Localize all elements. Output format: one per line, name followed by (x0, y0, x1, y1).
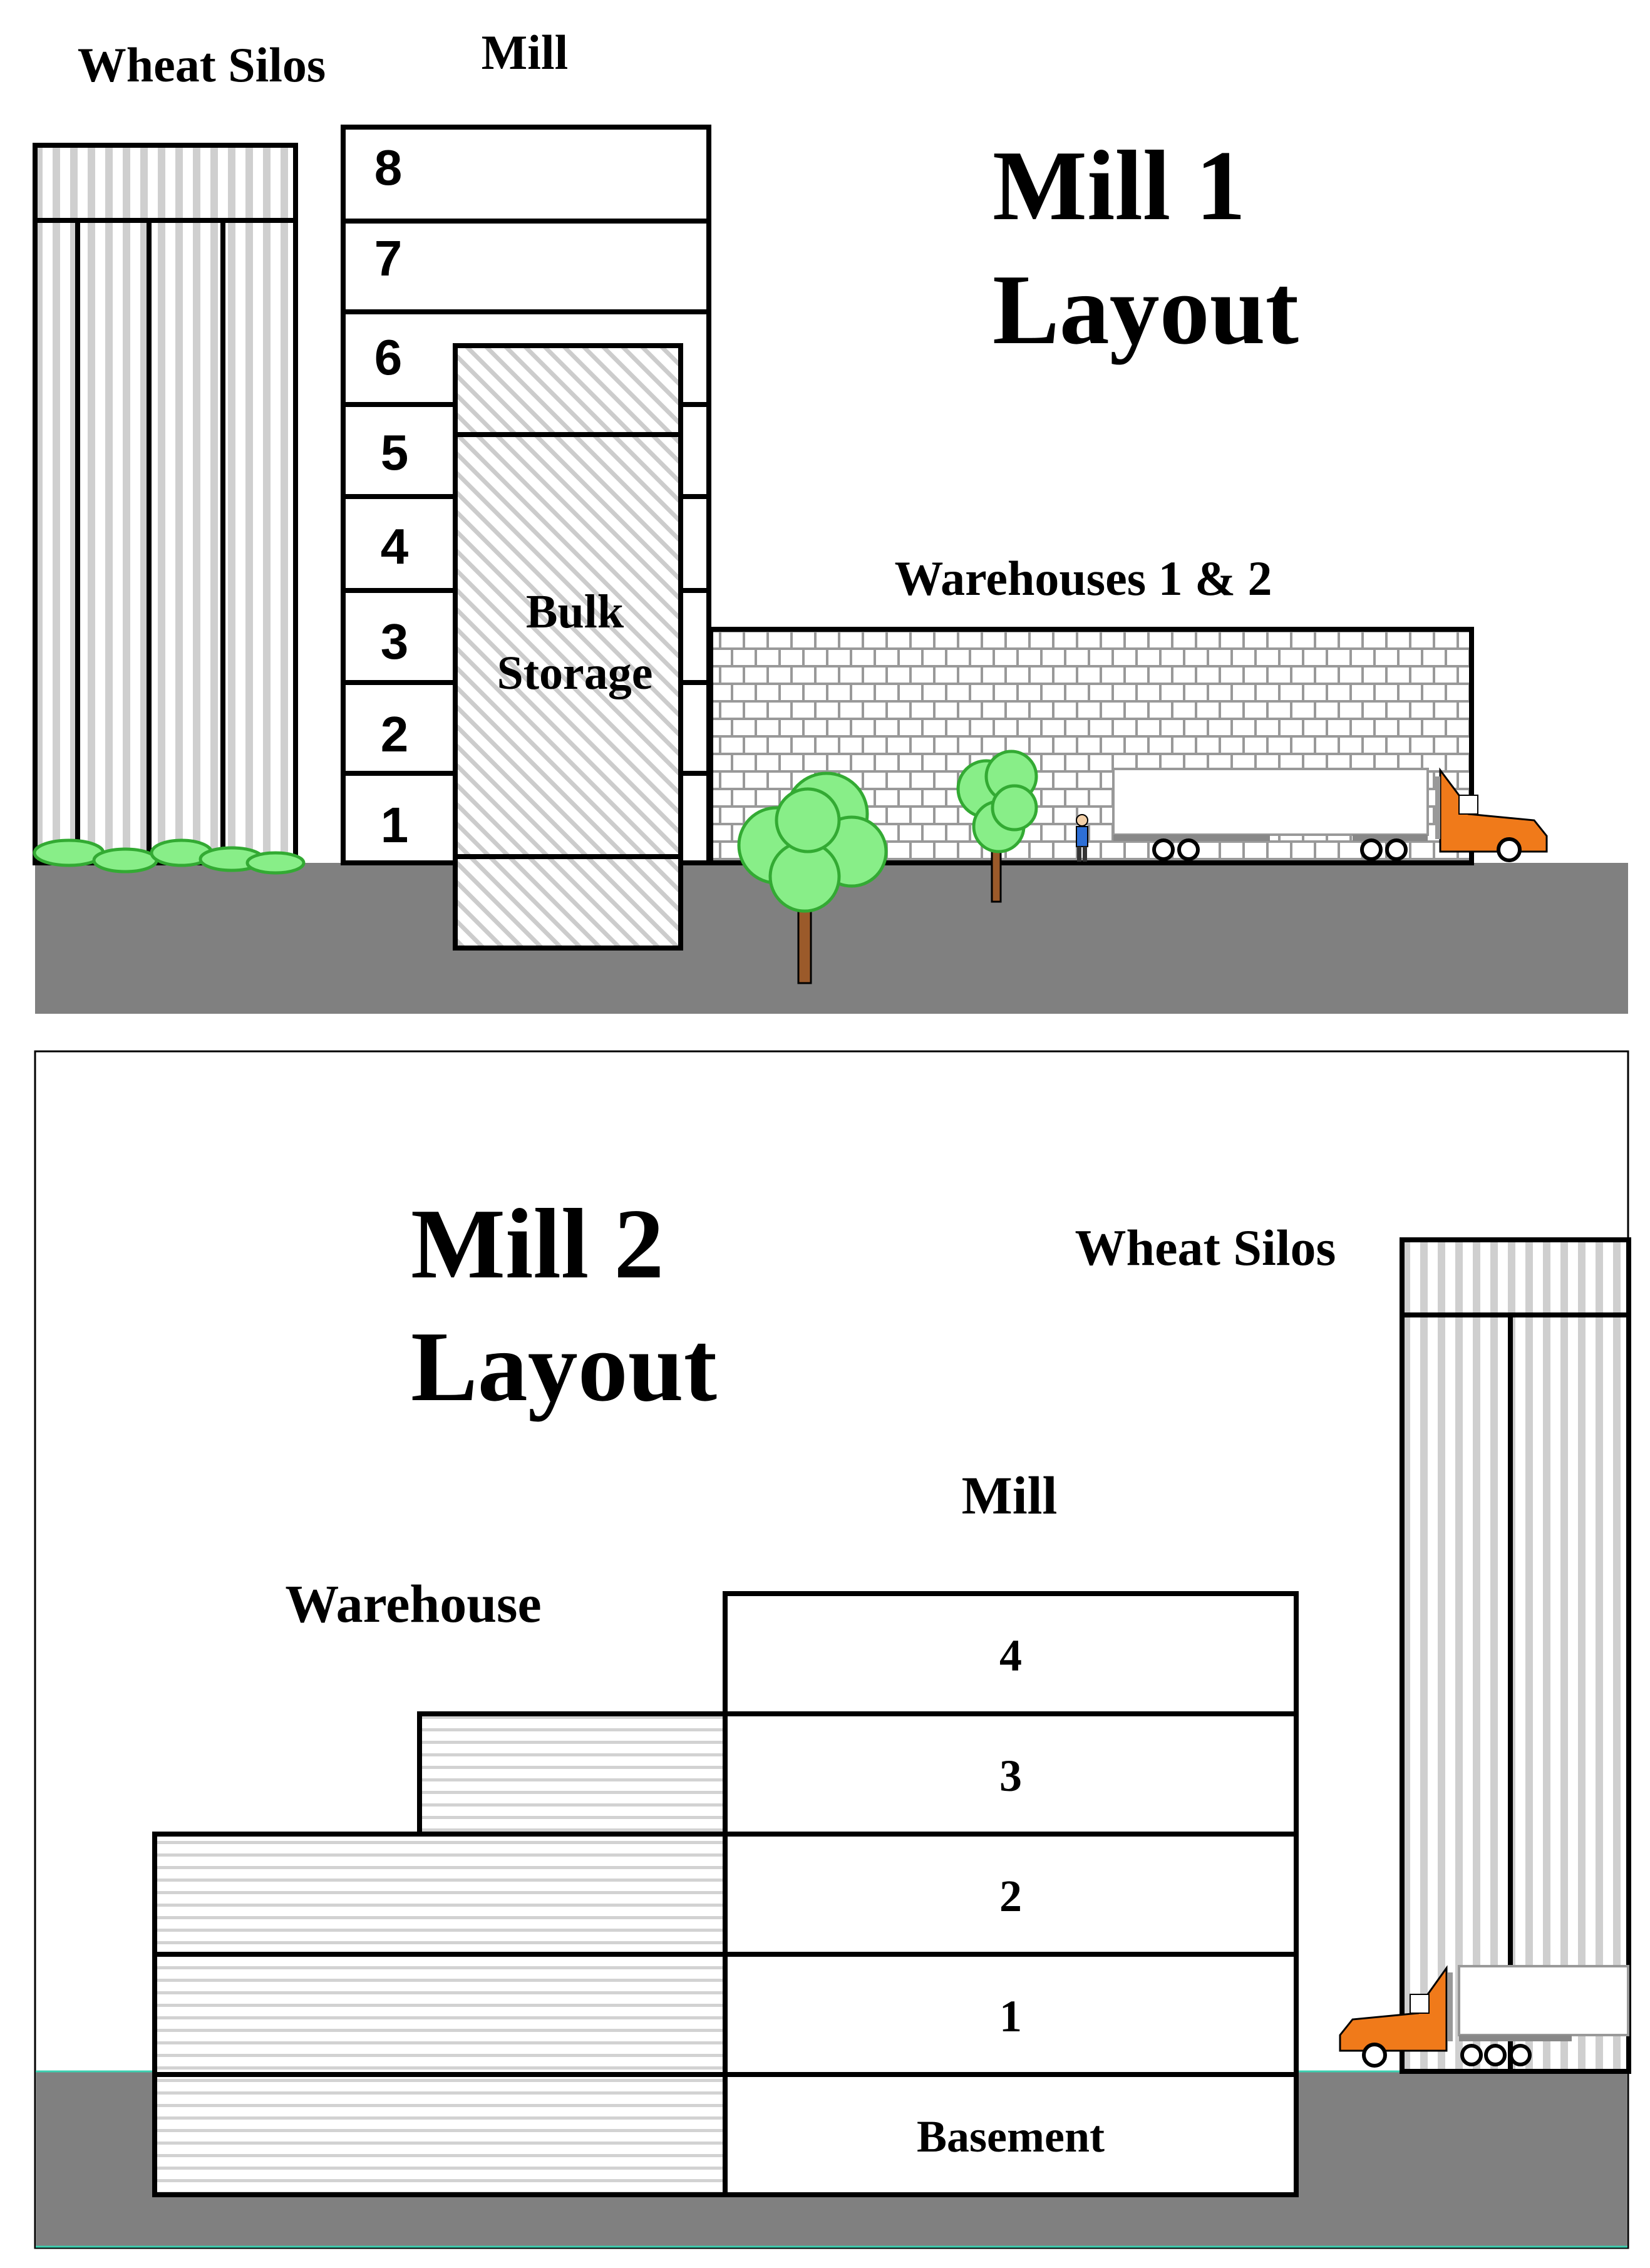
mill1-floor-5: 5 (381, 425, 409, 480)
mill1-title-line1: Mill 1 (993, 130, 1245, 241)
mill2-panel: Mill 2 Layout Wheat Silos Mill Warehouse… (34, 1050, 1631, 2249)
mill2-floor-3: 3 (999, 1751, 1022, 1801)
mill1-floor-7: 7 (374, 230, 403, 286)
mill2-floor-4: 4 (999, 1631, 1022, 1681)
mill1-floor-1: 1 (381, 797, 409, 853)
mill1-warehouses-label: Warehouses 1 & 2 (894, 551, 1272, 606)
mill1-floor-3: 3 (381, 614, 409, 669)
mill1-floor-8: 8 (374, 140, 403, 195)
mill1-floor-6: 6 (374, 329, 403, 385)
mill1-tree-small (956, 750, 1038, 903)
mill1-panel: Wheat Silos Mill 8 7 6 5 4 3 2 1 (33, 25, 1628, 1014)
mill1-truck (1112, 767, 1548, 862)
mill2-warehouse (152, 1711, 728, 2197)
mill2-truck (1339, 1965, 1629, 2068)
mill1-title-line2: Layout (993, 254, 1299, 365)
mill2-floor-1: 1 (999, 1991, 1022, 2041)
mill1-person (1076, 814, 1088, 862)
mill1-bulk-label-2: Storage (497, 647, 652, 699)
mill2-floor-basement: Basement (917, 2111, 1105, 2162)
mill2-mill-building (723, 1591, 1299, 2197)
mill1-mill-label: Mill (482, 25, 569, 80)
mill2-silos-label: Wheat Silos (1075, 1219, 1336, 1276)
mill1-floor-2: 2 (381, 706, 409, 762)
mill2-title-line2: Layout (411, 1311, 717, 1422)
mill1-bulk-storage (453, 343, 683, 951)
mill1-silos-label: Wheat Silos (78, 38, 326, 92)
mill1-floor-4: 4 (381, 518, 409, 574)
mill2-title-line1: Mill 2 (411, 1188, 664, 1299)
mill2-floor-2: 2 (999, 1871, 1022, 1921)
mill2-wheat-silos (1400, 1237, 1631, 2074)
mill2-mill-label: Mill (962, 1465, 1058, 1525)
mill1-shrubs (33, 838, 306, 875)
mill1-bulk-label-1: Bulk (526, 585, 624, 638)
mill1-tree-large (737, 771, 888, 984)
mill2-warehouse-label: Warehouse (285, 1574, 541, 1634)
mill1-wheat-silos (33, 143, 298, 865)
